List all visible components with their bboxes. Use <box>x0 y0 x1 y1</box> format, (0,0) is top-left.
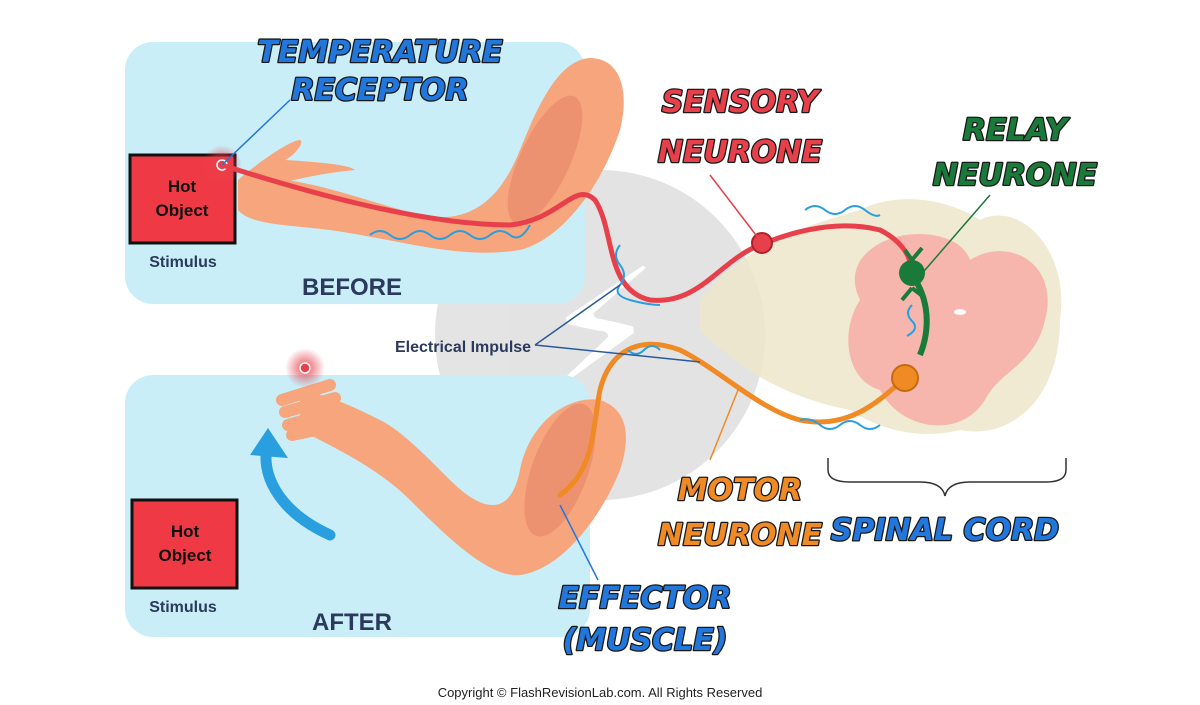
after-stimulus-label: Stimulus <box>149 599 217 616</box>
effector-label-line2: (MUSCLE) <box>563 623 728 658</box>
leader-lines <box>221 99 991 581</box>
relay-neurone-label-line2: NEURONE <box>933 158 1098 193</box>
before-box-text-line1: Hot <box>168 177 197 196</box>
motor-cell-body <box>891 364 919 392</box>
muscle-after <box>524 403 596 537</box>
after-panel <box>125 375 590 637</box>
motor-neurone-path <box>557 341 908 498</box>
copyright-text: Copyright © FlashRevisionLab.com. All Ri… <box>438 685 763 700</box>
relay-neurone-shape <box>899 246 930 357</box>
after-box-text-line1: Hot <box>171 522 200 541</box>
before-stimulus-label: Stimulus <box>149 254 217 271</box>
arm-after <box>276 379 626 576</box>
temperature-receptor-label-line2: RECEPTOR <box>291 73 468 108</box>
muscle-before <box>507 95 583 225</box>
effector-label-line1: EFFECTOR <box>558 581 731 616</box>
before-box-text-line2: Object <box>156 201 209 220</box>
sensory-neurone-path <box>219 162 913 303</box>
hot-object-after <box>130 498 239 590</box>
sensory-neurone-label-line1: SENSORY <box>662 85 822 120</box>
spinal-cord-label: SPINAL CORD <box>831 513 1059 548</box>
after-caption: AFTER <box>312 609 392 636</box>
motor-neurone-label-line2: NEURONE <box>658 518 823 553</box>
relay-neurone-label-line1: RELAY <box>963 113 1070 148</box>
after-box-text-line2: Object <box>159 546 212 565</box>
motor-neurone-label-line1: MOTOR <box>678 473 802 508</box>
electrical-impulse-label: Electrical Impulse <box>395 339 531 356</box>
temperature-receptor-label-line1: TEMPERATURE <box>257 35 503 70</box>
sensory-neurone-label-line2: NEURONE <box>658 135 823 170</box>
before-caption: BEFORE <box>302 274 402 301</box>
